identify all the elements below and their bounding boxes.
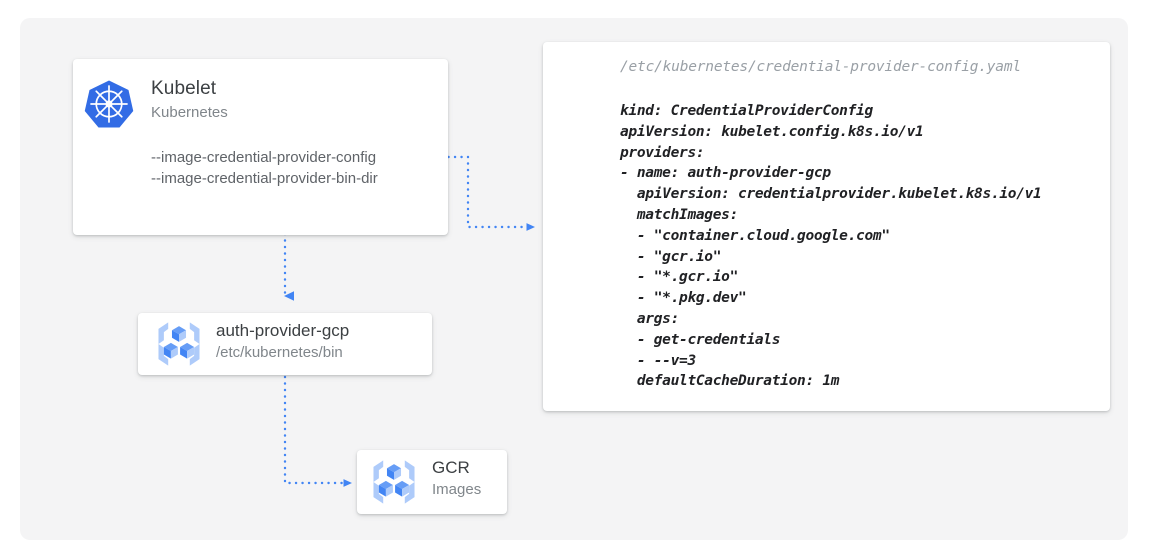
gcr-card-title: GCR [432, 458, 470, 477]
auth-provider-card-title: auth-provider-gcp [216, 321, 350, 340]
artifact-registry-icon [158, 322, 200, 366]
yaml-file-path: /etc/kubernetes/credential-provider-conf… [620, 59, 1021, 75]
connector-auth-provider-to-gcr [283, 375, 353, 487]
yaml-config-card[interactable] [543, 42, 1110, 411]
kubelet-card-title: Kubelet [151, 78, 217, 99]
kubelet-flag-bin-dir: --image-credential-provider-bin-dir [151, 170, 378, 187]
kubernetes-logo-icon [84, 80, 134, 128]
yaml-code-block: kind: CredentialProviderConfig apiVersio… [620, 103, 1042, 390]
kubelet-flag-config: --image-credential-provider-config [151, 149, 377, 166]
gcr-card-subtitle: Images [432, 481, 482, 498]
artifact-registry-icon [373, 460, 415, 504]
kubelet-card-subtitle: Kubernetes [151, 104, 228, 121]
gcr-card[interactable] [357, 450, 507, 514]
auth-provider-card-subtitle: /etc/kubernetes/bin [216, 344, 343, 361]
kubelet-card[interactable] [73, 59, 448, 235]
